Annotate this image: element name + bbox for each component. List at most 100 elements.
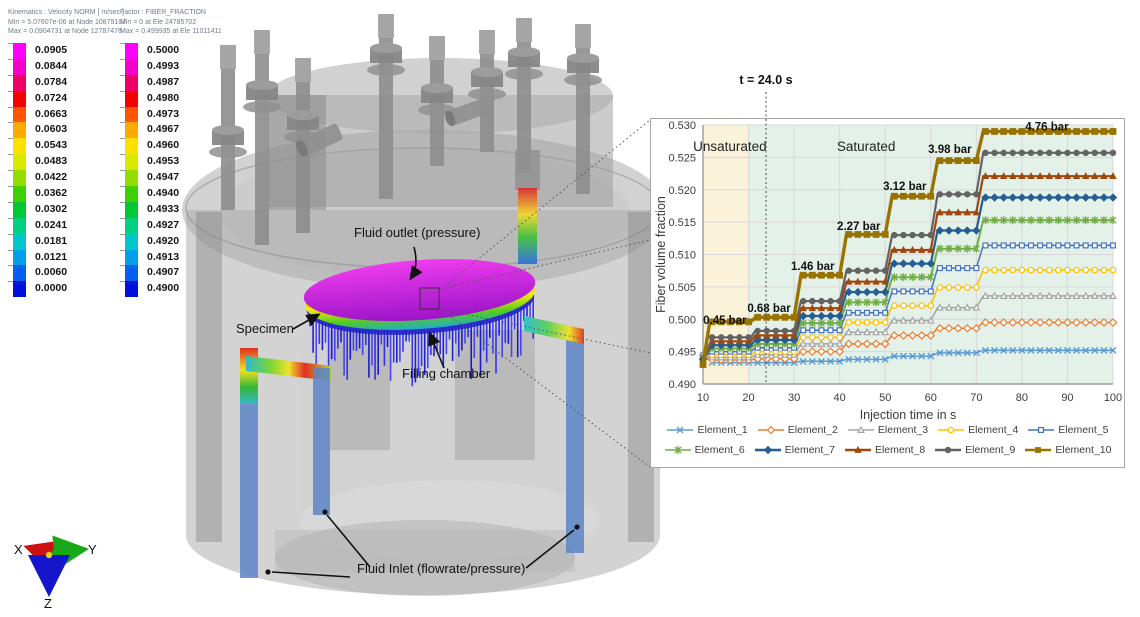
colorbar-swatch (13, 249, 26, 266)
x-tick-label: 20 (742, 392, 754, 404)
triad-z-label: Z (44, 596, 52, 611)
series-markers-Element_10 (699, 128, 1117, 368)
y-tick-label: 0.525 (668, 152, 696, 164)
legend-marker-element_3 (847, 425, 874, 433)
colorbar-value: 0.4913 (147, 250, 180, 263)
colorbar-swatch (13, 281, 26, 298)
colorbar-value: 0.4967 (147, 123, 180, 136)
colorbar-row: 0.4980 (120, 90, 222, 107)
x-tick-label: 30 (788, 392, 800, 404)
side-ports (295, 98, 489, 157)
colorbar-value: 0.0422 (35, 171, 68, 184)
legend-label: Element_4 (968, 424, 1019, 436)
legend-marker-element_7 (754, 445, 781, 455)
legend-entry-element_9: Element_9 (934, 444, 1015, 456)
colorbar-row: 0.4933 (120, 201, 222, 218)
pressure-label: 0.45 bar (703, 315, 747, 327)
legend-marker-element_5 (1028, 426, 1055, 434)
inlet-callout-dots (265, 509, 580, 575)
inlet-callout-right (525, 529, 575, 569)
legend-entry-element_6: Element_6 (664, 444, 745, 456)
x-tick-label: 10 (697, 392, 709, 404)
y-tick-label: 0.495 (668, 347, 696, 359)
colorbar-value: 0.0724 (35, 91, 68, 104)
colorbar-swatch (13, 106, 26, 123)
colorbar-row: 0.0543 (8, 138, 126, 155)
legend-entry-element_5: Element_5 (1027, 424, 1109, 436)
colorbar-swatch (125, 122, 138, 139)
colorbar-row: 0.4927 (120, 217, 222, 234)
colorbar-row: 0.0905 (8, 43, 126, 59)
triad-y-label: Y (88, 542, 97, 557)
x-tick-label: 60 (925, 392, 937, 404)
legend-marker-element_1 (667, 426, 694, 434)
y-tick-label: 0.515 (668, 217, 696, 229)
chart-legend-row-2: Element_6 Element_7 Element_8 Element_9 Elem… (651, 444, 1124, 456)
colorbar-swatch (125, 138, 138, 155)
colorbar-swatch (13, 265, 26, 282)
pressure-label: 4.76 bar (1025, 121, 1069, 133)
colorbar-row: 0.0784 (8, 74, 126, 91)
series-line-Element_1 (702, 349, 1113, 364)
colorbar-swatch (125, 233, 138, 250)
legend-marker-element_6 (664, 446, 691, 454)
inlet-callout-mid (326, 514, 371, 568)
legend-label: Element_9 (965, 444, 1016, 456)
colorbar-swatch (13, 90, 26, 107)
colorbar-row: 0.4947 (120, 170, 222, 187)
y-tick-label: 0.530 (668, 120, 696, 132)
legend-label: Element_1 (697, 424, 748, 436)
y-tick-label: 0.490 (668, 379, 696, 391)
series-markers-Element_2 (698, 318, 1118, 365)
colorbar-row: 0.4987 (120, 74, 222, 91)
colorbar-value: 0.0181 (35, 234, 68, 247)
colorbar-row: 0.0844 (8, 58, 126, 75)
colorbar-value: 0.4993 (147, 59, 180, 72)
legend-entry-element_4: Element_4 (937, 424, 1018, 436)
y-tick-label: 0.500 (668, 314, 696, 326)
colorbar-swatch (13, 138, 26, 155)
colorbar-value: 0.4927 (147, 218, 180, 231)
colorbar-swatch (125, 201, 138, 218)
colorbar-value: 0.0905 (35, 44, 68, 56)
legend-entry-element_8: Element_8 (844, 444, 925, 456)
colorbar-row: 0.4907 (120, 265, 222, 282)
pressure-label: 3.98 bar (928, 144, 972, 156)
colorbar-row: 0.4993 (120, 58, 222, 75)
series-line-Element_8 (702, 175, 1113, 362)
colorbar-value: 0.0121 (35, 250, 68, 263)
specimen-label: Specimen (236, 321, 294, 336)
legend-marker-element_2 (757, 425, 784, 435)
colorbar-row: 0.0663 (8, 106, 126, 123)
colorbar-swatch (125, 58, 138, 75)
colorbar-row: 0.0060 (8, 265, 126, 282)
colorbar-swatch (125, 249, 138, 266)
colorbar-row: 0.0241 (8, 217, 126, 234)
colorbar-swatch (125, 217, 138, 234)
y-tick-label: 0.505 (668, 282, 696, 294)
colorbar-value: 0.4933 (147, 202, 180, 215)
colorbar-value: 0.0784 (35, 75, 68, 88)
colorbar-row: 0.4953 (120, 154, 222, 171)
colorbar-value: 0.0000 (35, 282, 68, 295)
colorbar-value: 0.5000 (147, 44, 180, 56)
x-axis-title: Injection time in s (860, 408, 957, 422)
colorbar-value: 0.0362 (35, 187, 68, 200)
legend-label: Element_7 (784, 444, 835, 456)
colorbar-swatch (13, 186, 26, 202)
colorbar-value: 0.4947 (147, 171, 180, 184)
left-runner (246, 356, 332, 381)
legend-label: Element_10 (1055, 444, 1112, 456)
pressure-label: 2.27 bar (837, 221, 881, 233)
triad-origin (45, 551, 53, 559)
triad-x-label: X (14, 542, 23, 557)
colorbar-row: 0.0121 (8, 249, 126, 266)
colorbar-value: 0.0603 (35, 123, 68, 136)
colorbar-row: 0.4920 (120, 233, 222, 250)
colorbar-row: 0.0483 (8, 154, 126, 171)
